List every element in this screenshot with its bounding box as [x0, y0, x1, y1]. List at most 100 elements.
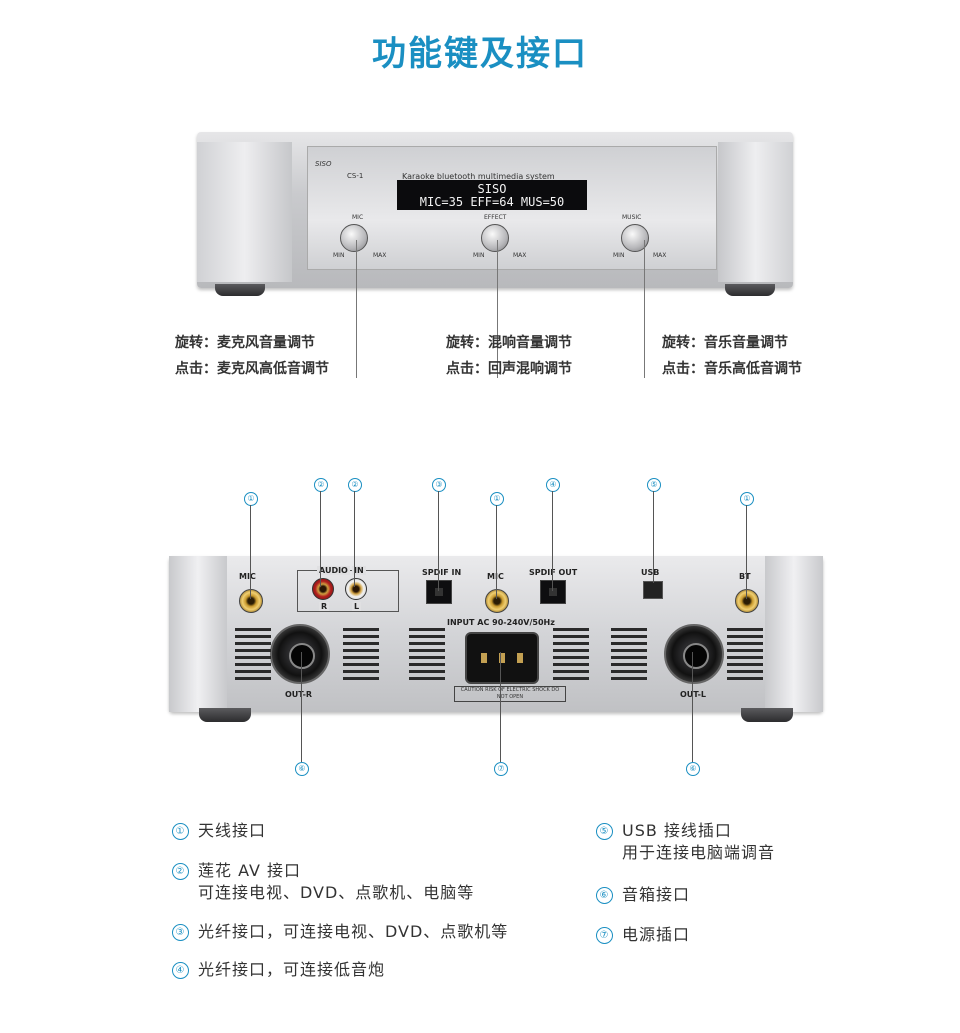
legend-6-badge: ⑥	[596, 887, 613, 904]
effect-knob[interactable]	[481, 224, 509, 252]
vent-left-2	[343, 628, 379, 684]
legend-7-text: 电源插口	[622, 925, 691, 944]
knob-effect-max: MAX	[513, 252, 527, 259]
front-foot-right	[725, 284, 775, 296]
knob-music-label: MUSIC	[622, 214, 642, 221]
label-r: R	[319, 602, 330, 611]
vent-center-right	[553, 628, 589, 684]
label-mic-center: MIC	[487, 572, 504, 581]
effect-knob-description: 旋转：混响音量调节 点击：回声混响调节	[446, 330, 572, 382]
display-line-1: SISO	[477, 182, 507, 196]
callout-2-rca-right: ②	[314, 478, 328, 492]
rear-side-right	[765, 556, 823, 712]
effect-rotate-text: 旋转：混响音量调节	[446, 335, 572, 351]
label-out-r: OUT-R	[285, 690, 313, 699]
speaker-out-right[interactable]	[270, 624, 330, 684]
legend-6-text: 音箱接口	[622, 885, 691, 904]
legend-1-text: 天线接口	[198, 821, 267, 840]
legend-item-3: ③ 光纤接口，可连接电视、DVD、点歌机等	[172, 921, 508, 943]
spdif-in-port[interactable]	[426, 580, 452, 604]
label-out-l: OUT-L	[680, 690, 706, 699]
display-line-2: MIC=35 EFF=64 MUS=50	[419, 195, 565, 209]
legend-item-6: ⑥ 音箱接口	[596, 884, 690, 906]
usb-b-port[interactable]	[643, 581, 663, 599]
label-l: L	[352, 602, 362, 611]
callout-1-bt: ①	[740, 492, 754, 506]
antenna-port-bt[interactable]	[735, 589, 759, 613]
front-model: CS-1	[347, 172, 364, 180]
legend-5-badge: ⑤	[596, 823, 613, 840]
callout-3-spdif-in: ③	[432, 478, 446, 492]
callout-4-line	[552, 491, 553, 591]
rca-left-input[interactable]	[345, 578, 367, 600]
ac-power-inlet[interactable]	[465, 632, 539, 684]
callout-7-ac: ⑦	[494, 762, 508, 776]
callout-2-line-right	[320, 491, 321, 587]
label-bt: BT	[739, 572, 751, 581]
callout-6-out-r: ⑥	[295, 762, 309, 776]
label-spdif-in: SPDIF IN	[422, 568, 462, 577]
callout-1-line-center	[496, 505, 497, 599]
legend-4-badge: ④	[172, 962, 189, 979]
antenna-port-mic-left[interactable]	[239, 589, 263, 613]
antenna-port-mic-center[interactable]	[485, 589, 509, 613]
rear-foot-right	[741, 708, 793, 722]
knob-music-min: MIN	[613, 252, 625, 259]
legend-1-badge: ①	[172, 823, 189, 840]
knob-mic-label: MIC	[352, 214, 364, 221]
callout-1-line-left	[250, 505, 251, 599]
knob-effect-min: MIN	[473, 252, 485, 259]
caution-label: CAUTION RISK OF ELECTRIC SHOCK DO NOT OP…	[454, 686, 566, 702]
music-knob-leader	[644, 240, 645, 378]
mic-knob-description: 旋转：麦克风音量调节 点击：麦克风高低音调节	[175, 330, 329, 382]
callout-5-usb: ⑤	[647, 478, 661, 492]
front-side-left	[197, 142, 292, 282]
label-in: IN	[352, 566, 366, 575]
knob-music-max: MAX	[653, 252, 667, 259]
front-brand-logo: SISO	[315, 160, 332, 168]
mic-knob[interactable]	[340, 224, 368, 252]
music-rotate-text: 旋转：音乐音量调节	[662, 335, 788, 351]
vent-right-2	[727, 628, 763, 684]
legend-2-text: 莲花 AV 接口	[198, 861, 302, 880]
label-input-ac: INPUT AC 90-240V/50Hz	[447, 618, 555, 627]
callout-1-line-right	[746, 505, 747, 599]
callout-1-mic-left: ①	[244, 492, 258, 506]
rear-side-left	[169, 556, 227, 712]
speaker-out-left[interactable]	[664, 624, 724, 684]
effect-click-text: 点击：回声混响调节	[446, 361, 572, 377]
legend-3-badge: ③	[172, 924, 189, 941]
mic-knob-leader	[356, 240, 357, 378]
knob-effect-label: EFFECT	[484, 214, 507, 221]
rca-right-input[interactable]	[312, 578, 334, 600]
legend-item-2: ② 莲花 AV 接口 可连接电视、DVD、点歌机、电脑等	[172, 860, 474, 904]
legend-2-subtext: 可连接电视、DVD、点歌机、电脑等	[198, 883, 475, 902]
rear-foot-left	[199, 708, 251, 722]
callout-4-spdif-out: ④	[546, 478, 560, 492]
lcd-display: SISO MIC=35 EFF=64 MUS=50	[397, 180, 587, 210]
mic-click-text: 点击：麦克风高低音调节	[175, 361, 329, 377]
legend-item-7: ⑦ 电源插口	[596, 924, 690, 946]
vent-right-1	[611, 628, 647, 684]
callout-7-line	[500, 652, 501, 762]
legend-2-badge: ②	[172, 863, 189, 880]
vent-left-1	[235, 628, 271, 684]
spdif-out-port[interactable]	[540, 580, 566, 604]
legend-7-badge: ⑦	[596, 927, 613, 944]
mic-rotate-text: 旋转：麦克风音量调节	[175, 335, 315, 351]
front-side-right	[718, 142, 793, 282]
legend-5-text: USB 接线插口	[622, 821, 732, 840]
music-knob-description: 旋转：音乐音量调节 点击：音乐高低音调节	[662, 330, 802, 382]
page-title: 功能键及接口	[372, 34, 588, 74]
legend-4-text: 光纤接口，可连接低音炮	[198, 960, 386, 979]
legend-3-text: 光纤接口，可连接电视、DVD、点歌机等	[198, 922, 509, 941]
label-usb: USB	[641, 568, 660, 577]
knob-mic-max: MAX	[373, 252, 387, 259]
callout-6-out-l: ⑥	[686, 762, 700, 776]
vent-center-left	[409, 628, 445, 684]
legend-item-1: ① 天线接口	[172, 820, 266, 842]
music-click-text: 点击：音乐高低音调节	[662, 361, 802, 377]
front-foot-left	[215, 284, 265, 296]
label-audio: AUDIO	[317, 566, 350, 575]
